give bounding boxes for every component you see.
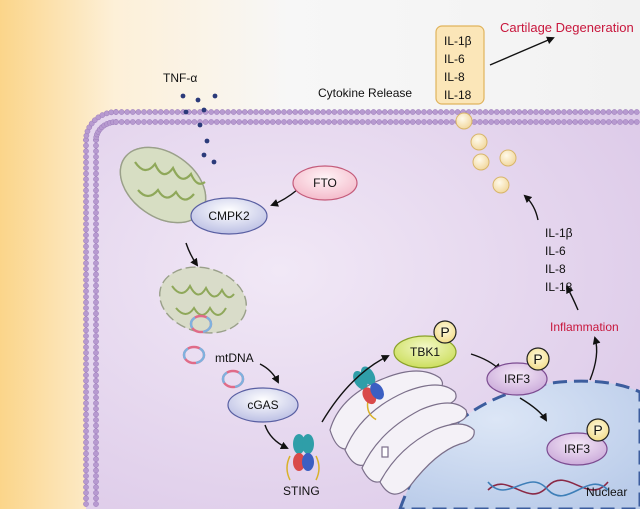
irf3-node: IRF3 P [486,347,550,396]
tnf-alpha-particles [180,93,218,165]
inflammation-label: Inflammation [550,320,619,334]
arrow-cgas-to-sting [264,424,289,450]
cytokine-1: IL-1β [545,226,573,240]
phospho-irf3-nuclear-label: P [593,422,602,438]
arrow-mtdna-to-cgas [259,363,279,384]
cell-membrane [83,109,640,507]
cmpk2-label: CMPK2 [208,209,250,223]
tbk1-node: TBK1 P [393,320,457,369]
cytokine-3: IL-8 [545,262,566,276]
arrows [185,36,601,450]
released-cytokine-1: IL-1β [444,34,472,48]
phospho-irf3-nuclear-badge [586,418,610,442]
phospho-irf3-badge [526,347,550,371]
sting-protein [286,434,320,481]
sting-label: STING [283,484,320,498]
cytokine-4: IL-18 [545,280,573,294]
cytokine-vesicles [455,112,517,194]
cmpk2-node: CMPK2 [190,197,268,235]
released-cytokine-4: IL-18 [444,88,472,102]
arrow-sting-to-tbk1 [321,355,390,423]
phospho-tbk1-badge [433,320,457,344]
irf3-nuclear-label: IRF3 [564,442,590,456]
mtdna-label: mtDNA [215,351,254,365]
cartilage-degeneration-label: Cartilage Degeneration [500,20,634,35]
mtdna-circles [182,314,245,389]
arrow-fto-to-cmpk2 [270,189,298,207]
cytokine-2: IL-6 [545,244,566,258]
cgas-label: cGAS [247,398,278,412]
cgas-node: cGAS [227,387,299,423]
sting-activated [353,366,384,421]
released-cytokine-3: IL-8 [444,70,465,84]
phospho-tbk1-label: P [440,324,449,340]
endoplasmic-reticulum [329,370,475,495]
arrow-nucleus-to-inflammation [589,336,601,381]
phospho-irf3-label: P [533,351,542,367]
fto-label: FTO [313,176,337,190]
irf3-nuclear-node: IRF3 P [546,418,610,466]
fto-node: FTO [292,165,358,201]
irf3-label: IRF3 [504,372,530,386]
arrow-cytokines-to-vesicles [523,194,539,221]
dna-helix [487,479,609,497]
arrow-to-cartilage-degeneration [489,36,555,66]
released-cytokine-2: IL-6 [444,52,465,66]
tnf-alpha-label: TNF-α [163,71,197,85]
released-cytokines-box: IL-1β IL-6 IL-8 IL-18 [435,25,485,105]
cytokine-release-label: Cytokine Release [318,86,412,100]
arrow-inflammation-to-cytokines [566,285,579,311]
tbk1-label: TBK1 [410,345,440,359]
nuclear-label: Nuclear [586,485,627,499]
arrow-irf3-to-nucleus [519,397,548,422]
arrow-cmpk2-to-mito [185,242,199,267]
